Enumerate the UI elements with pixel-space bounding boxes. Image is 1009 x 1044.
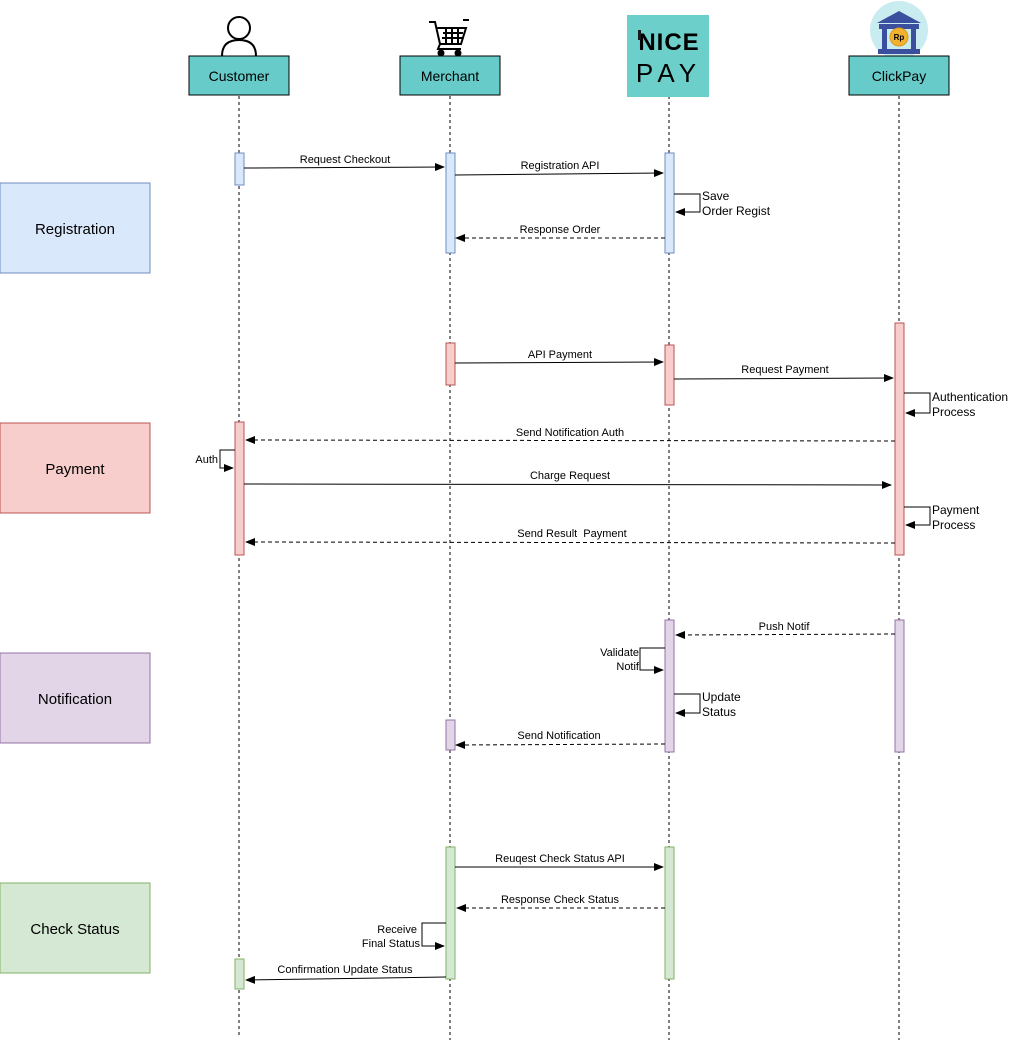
self-loop — [674, 193, 701, 216]
activation-bar — [664, 344, 675, 406]
activation-bar — [894, 322, 905, 556]
self-auth-process-line1: Authentication — [932, 390, 1008, 404]
msg-response-order: Response Order — [520, 224, 601, 236]
actor-customer: Customer — [188, 55, 290, 96]
self-validate-line1: Validate — [600, 647, 639, 659]
actor-merchant-label: Merchant — [421, 68, 479, 84]
message-arrow — [673, 374, 894, 383]
msg-request-checkout: Request Checkout — [300, 154, 391, 166]
bank-badge: Rp — [894, 33, 905, 42]
section-notification-label: Notification — [38, 691, 112, 708]
actor-customer-label: Customer — [209, 68, 270, 84]
self-message-labels: Save Order Regist Authentication Process… — [195, 189, 1008, 950]
self-save-line1: Save — [702, 189, 730, 203]
section-payment-label: Payment — [45, 461, 105, 478]
self-validate-line2: Notif — [616, 661, 640, 673]
msg-request-check-status-api: Reuqest Check Status API — [495, 853, 625, 865]
msg-charge-request: Charge Request — [530, 470, 610, 482]
msg-send-notification-auth: Send Notification Auth — [516, 427, 624, 439]
activation-bar — [894, 619, 905, 753]
message-arrow — [245, 975, 447, 984]
message-arrow — [675, 630, 896, 639]
message-arrow — [243, 480, 892, 489]
self-loop — [904, 392, 931, 417]
activation-bar — [445, 719, 456, 751]
self-receive-line2: Final Status — [362, 938, 421, 950]
self-loop — [421, 922, 446, 950]
section-registration-label: Registration — [35, 221, 115, 238]
actor-clickpay: ClickPay — [848, 55, 950, 96]
msg-push-notif: Push Notif — [759, 621, 811, 633]
bank-icon: Rp — [870, 1, 928, 59]
activations — [234, 152, 905, 990]
msg-registration-api: Registration API — [521, 160, 600, 172]
message-arrow — [243, 163, 445, 172]
self-auth-line1: Auth — [195, 454, 218, 466]
message-arrow — [455, 740, 666, 749]
message-arrow — [245, 436, 896, 445]
section-registration: Registration — [0, 182, 151, 274]
msg-confirmation-update-status: Confirmation Update Status — [277, 964, 413, 976]
activation-bar — [445, 342, 456, 386]
message-arrow — [454, 169, 664, 178]
actor-merchant: Merchant — [399, 55, 501, 96]
msg-response-check-status: Response Check Status — [501, 894, 620, 906]
messages — [243, 163, 896, 984]
section-check-status: Check Status — [0, 882, 151, 974]
self-payment-process-line1: Payment — [932, 503, 980, 517]
activation-bar — [234, 958, 245, 990]
activation-bar — [664, 619, 675, 753]
message-labels: Request Checkout Registration API Respon… — [277, 154, 828, 976]
activation-bar — [664, 152, 675, 254]
self-update-line2: Status — [702, 705, 736, 719]
msg-api-payment: API Payment — [528, 349, 592, 361]
msg-send-notification: Send Notification — [517, 730, 600, 742]
msg-request-payment: Request Payment — [741, 364, 828, 376]
nicepay-logo-top: NICE — [638, 29, 699, 56]
activation-bar — [234, 152, 245, 186]
section-notification: Notification — [0, 652, 151, 744]
self-receive-line1: Receive — [377, 924, 417, 936]
self-loop — [639, 647, 665, 674]
activation-bar — [664, 846, 675, 980]
message-arrow — [245, 538, 896, 547]
self-auth-process-line2: Process — [932, 405, 975, 419]
self-loop — [904, 506, 931, 529]
nicepay-logo-bottom: PAY — [636, 58, 702, 88]
cart-icon — [429, 19, 469, 57]
self-payment-process-line2: Process — [932, 518, 975, 532]
section-check-status-label: Check Status — [30, 921, 119, 938]
activation-bar — [234, 421, 245, 556]
person-icon — [221, 16, 257, 57]
activation-bar — [445, 152, 456, 254]
self-loop — [674, 693, 701, 717]
activation-bar — [445, 846, 456, 980]
message-arrow — [454, 358, 664, 367]
self-loop — [219, 449, 235, 472]
self-update-line1: Update — [702, 690, 741, 704]
nicepay-logo: NICE PAY — [627, 15, 709, 97]
self-messages — [219, 193, 931, 950]
actor-clickpay-label: ClickPay — [872, 68, 926, 84]
msg-send-result-payment: Send Result Payment — [517, 528, 626, 540]
section-payment: Payment — [0, 422, 151, 514]
self-save-line2: Order Regist — [702, 204, 771, 218]
